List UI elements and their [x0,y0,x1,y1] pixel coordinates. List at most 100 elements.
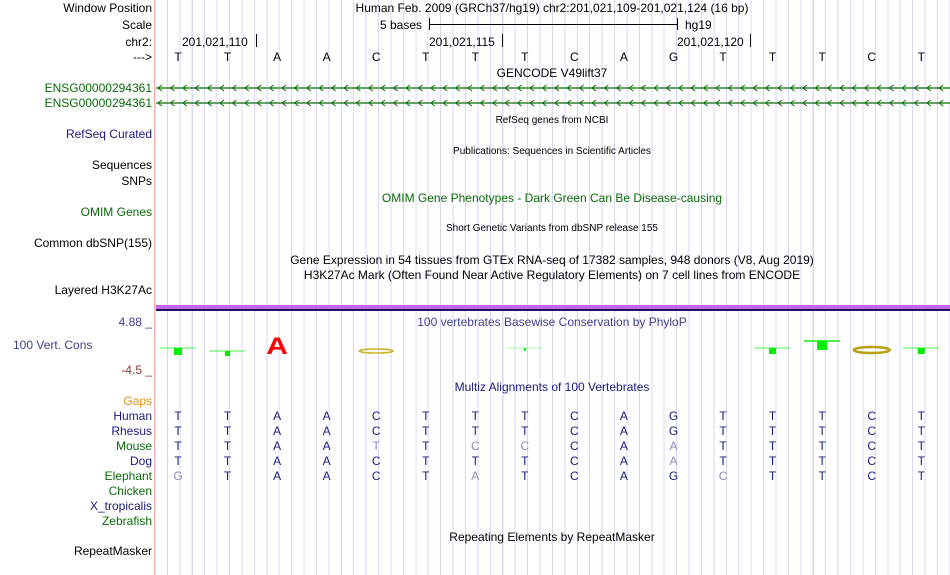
aligned-base: A [322,424,331,438]
cons-bar [769,348,777,354]
aligned-base: A [619,454,628,468]
aligned-base: A [273,454,282,468]
reference-base: A [273,50,282,64]
position-tick-2: 201,021,115 [429,35,495,49]
aligned-base: T [174,424,182,438]
aligned-base: T [768,409,777,423]
aligned-base: T [471,409,479,423]
aligned-base: T [223,409,232,423]
aligned-base: T [818,439,826,453]
aligned-base: A [669,439,678,453]
refseq-label[interactable]: RefSeq Curated [65,127,152,141]
aligned-base: G [173,469,183,483]
aligned-base: C [867,439,877,453]
aligned-base: A [322,469,331,483]
reference-base: C [867,50,877,64]
h3k27ac-signal-base [156,309,950,311]
species-label-elephant[interactable]: Elephant [104,469,152,483]
aligned-base: T [917,454,925,468]
aligned-base: C [570,439,579,453]
aligned-base: T [917,439,925,453]
scale-bar [429,24,677,25]
aligned-base: T [768,439,777,453]
aligned-base: T [719,409,727,423]
gene-feature-2[interactable] [156,99,950,107]
gaps-label[interactable]: Gaps [123,394,152,408]
aligned-base: T [223,424,232,438]
base-gridlines [155,0,950,575]
aligned-base: T [521,409,529,423]
gtex-title: Gene Expression in 54 tissues from GTEx … [290,253,814,267]
reference-base: T [174,50,182,64]
aligned-base: A [322,439,331,453]
scale-label: Scale [121,18,152,32]
gencode-title[interactable]: GENCODE V49lift37 [496,66,608,80]
gene-label-1[interactable]: ENSG00000294361 [44,81,152,95]
aligned-base: C [718,469,728,483]
species-label-mouse[interactable]: Mouse [115,439,152,453]
species-label-zebrafish[interactable]: Zebrafish [101,514,152,528]
aligned-base: T [818,409,826,423]
aligned-base: T [422,409,430,423]
reference-base: T [471,50,479,64]
scale-tick-right [677,18,678,30]
aligned-base: T [818,454,826,468]
dbsnp-title: Short Genetic Variants from dbSNP releas… [446,223,658,234]
dbsnp-label[interactable]: Common dbSNP(155) [33,236,152,250]
cons-logo-a: A [266,332,288,359]
sequences-label[interactable]: Sequences [91,158,152,172]
conservation-plot[interactable]: A [156,330,950,360]
aligned-base: A [619,409,628,423]
aligned-base: T [719,424,727,438]
aligned-base: T [768,454,777,468]
aligned-base: T [422,439,430,453]
species-label-dog[interactable]: Dog [129,454,152,468]
tick-mark [750,34,751,47]
scale-tick-left [429,18,430,30]
reference-base: C [570,50,579,64]
reference-base: T [917,50,925,64]
aligned-base: C [867,469,877,483]
aligned-base: T [521,469,529,483]
aligned-base: C [371,454,381,468]
aligned-base: C [867,424,877,438]
cons-title: 100 vertebrates Basewise Conservation by… [417,315,687,329]
reference-base: T [719,50,727,64]
cons-logo-c [358,348,394,354]
aligned-base: C [570,424,579,438]
alignment-row [0,484,950,499]
species-label-x_tropicalis[interactable]: X_tropicalis [89,499,152,513]
h3k27ac-label[interactable]: Layered H3K27Ac [54,283,152,297]
reference-base: A [322,50,331,64]
scale-text: 5 bases [380,18,423,32]
snps-label[interactable]: SNPs [121,174,152,188]
omim-label[interactable]: OMIM Genes [80,205,152,219]
species-label-rhesus[interactable]: Rhesus [111,424,152,438]
species-label-human[interactable]: Human [113,409,152,423]
aligned-base: C [371,424,381,438]
species-label-chicken[interactable]: Chicken [108,484,152,498]
gene-label-2[interactable]: ENSG00000294361 [44,96,152,110]
cons-label[interactable]: 100 Vert. Cons [13,338,93,352]
aligned-base: T [223,469,232,483]
aligned-base: T [223,439,232,453]
aligned-base: T [768,469,777,483]
position-title: Human Feb. 2009 (GRCh37/hg19) chr2:201,0… [355,1,749,15]
cons-bar [174,348,182,355]
cons-bar [817,341,828,350]
strand-label: ---> [133,50,152,64]
cons-bar [523,348,526,351]
aligned-base: T [818,424,826,438]
aligned-base: C [371,469,381,483]
aligned-base: A [322,409,331,423]
h3k27ac-signal [156,305,950,309]
aligned-base: T [917,409,925,423]
repeatmasker-label[interactable]: RepeatMasker [73,544,152,558]
reference-base: T [521,50,529,64]
gene-feature-1[interactable] [156,84,950,92]
reference-base: T [818,50,826,64]
position-tick-3: 201,021,120 [677,35,744,49]
cons-bar [917,348,925,354]
alignment-row [0,514,950,529]
